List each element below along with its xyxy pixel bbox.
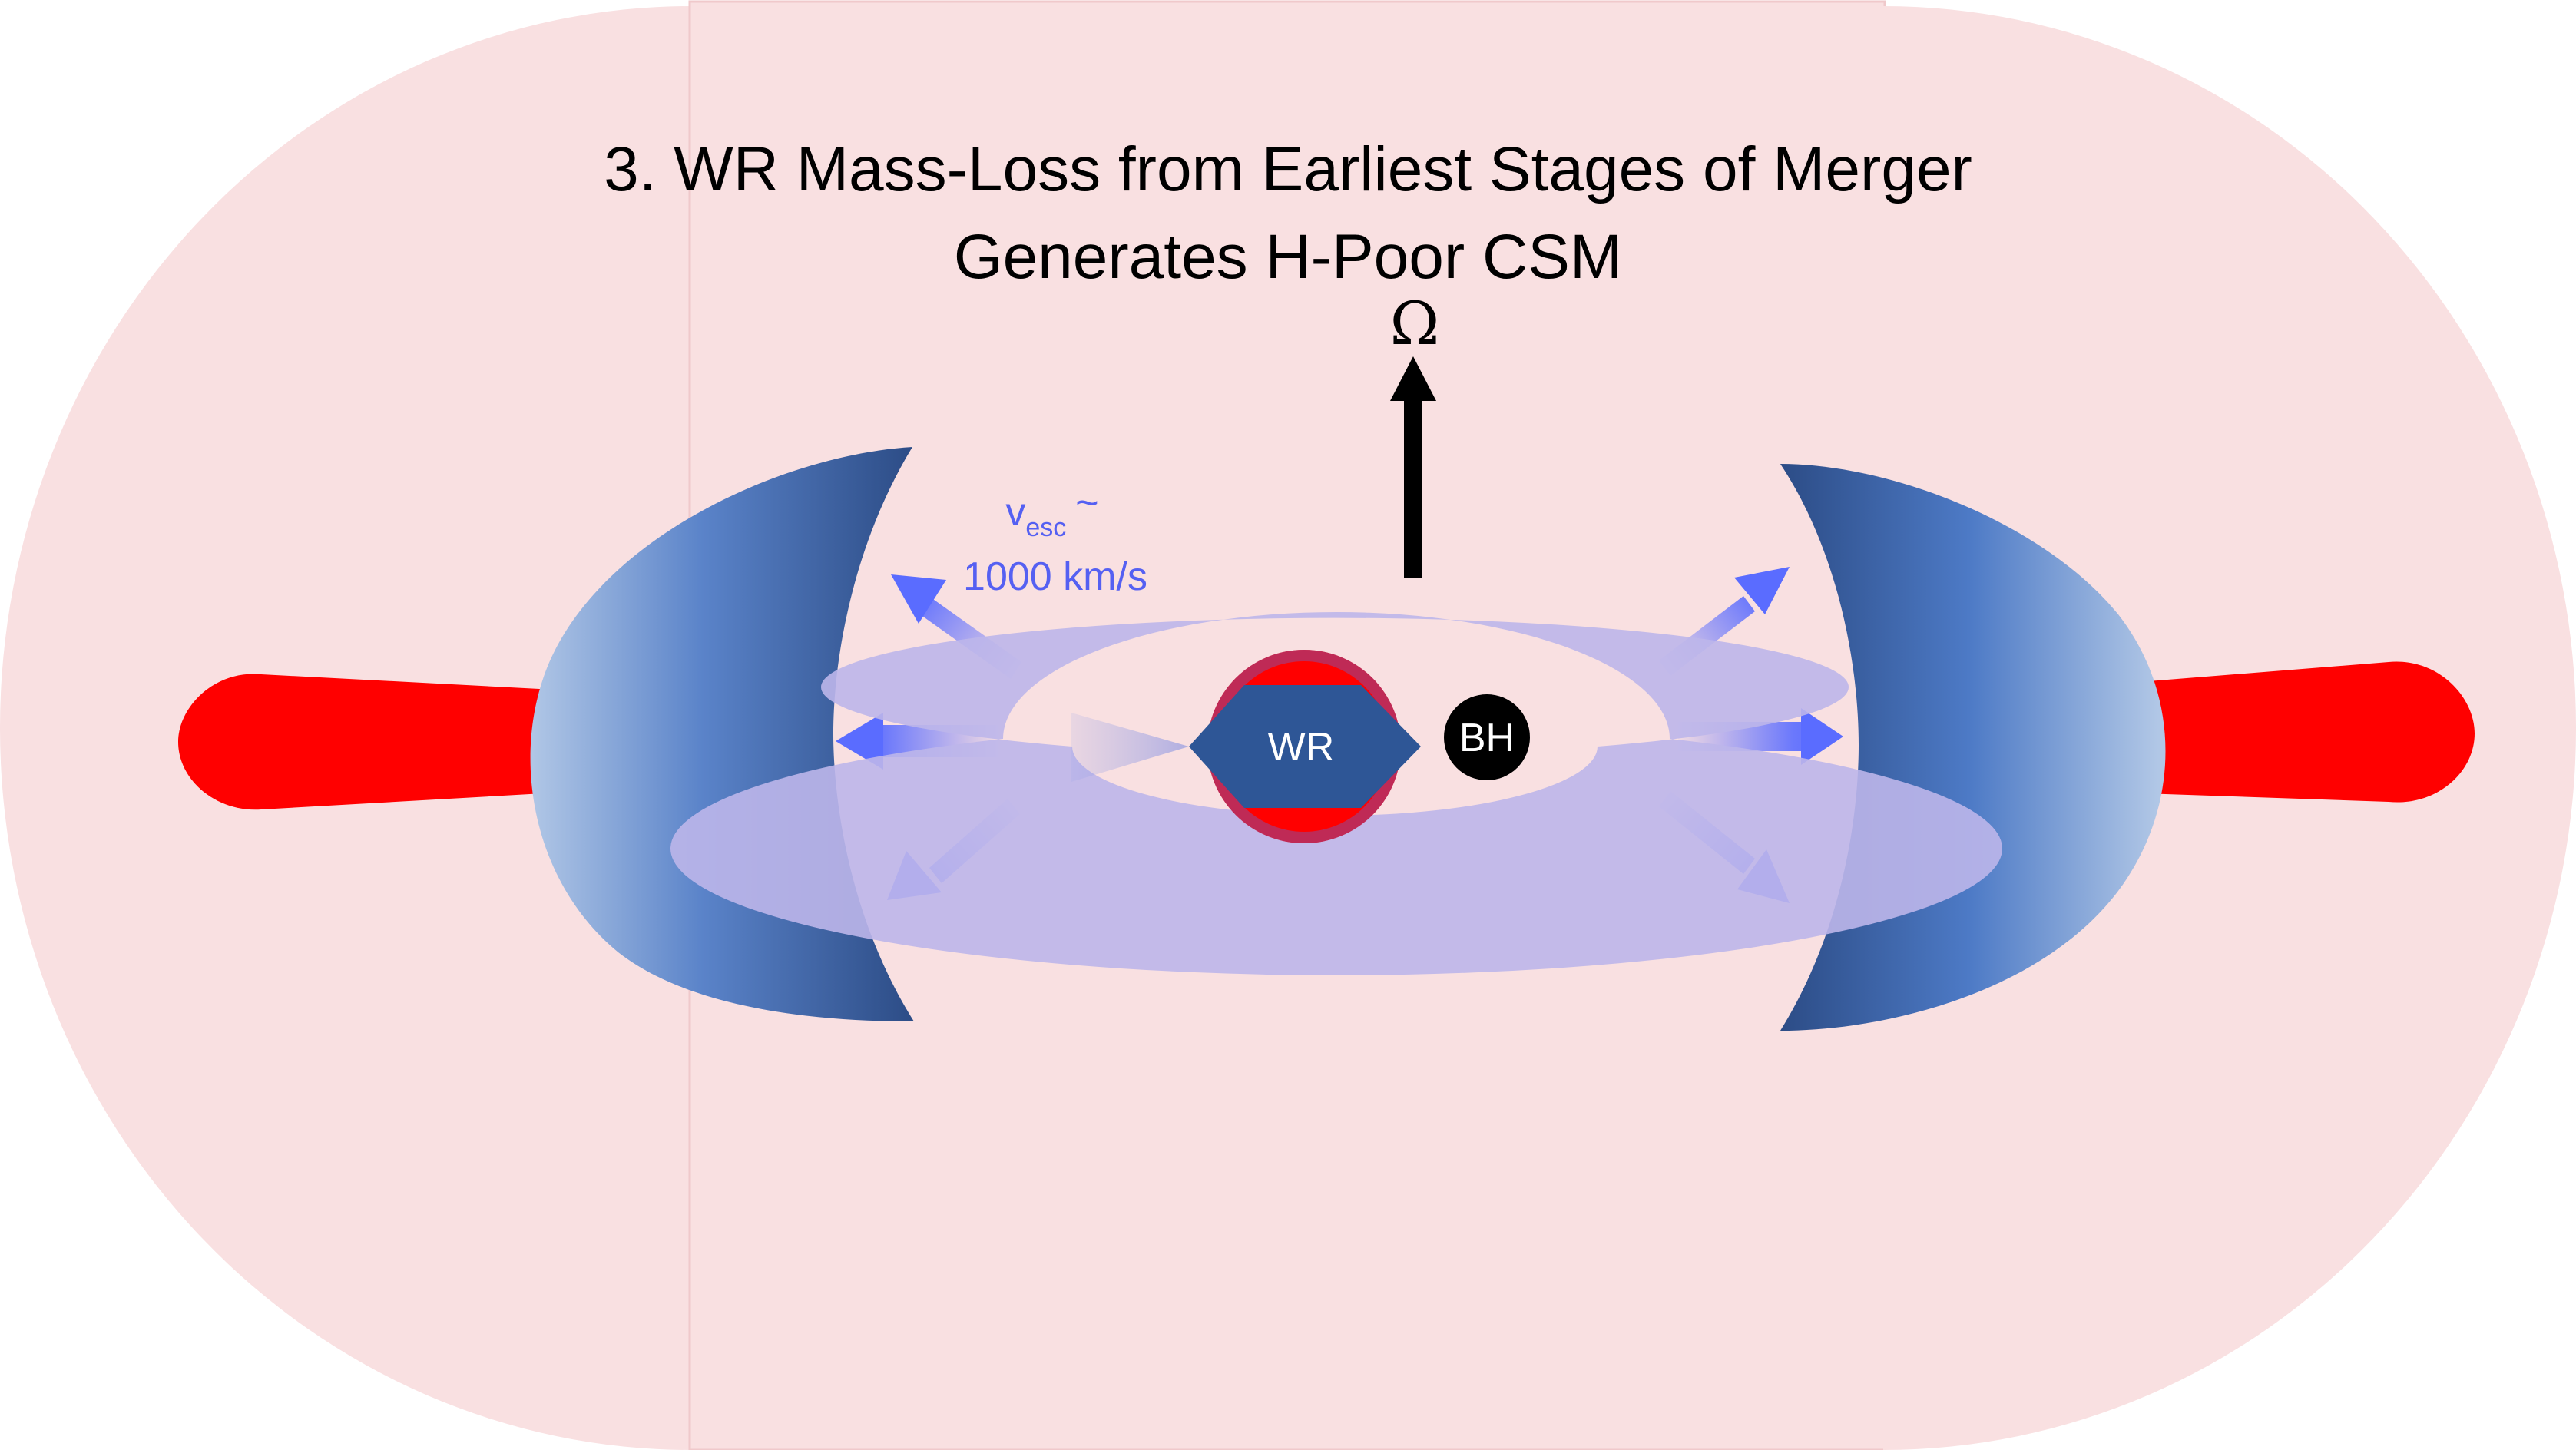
wolf-rayet-star: WR bbox=[1071, 650, 1421, 843]
vesc-symbol: v bbox=[1005, 490, 1025, 535]
vesc-approx: ~ bbox=[1075, 481, 1098, 525]
vesc-line1: vesc ~ bbox=[1005, 481, 1098, 542]
vesc-subscript: esc bbox=[1025, 513, 1066, 542]
jet-right bbox=[2120, 661, 2475, 803]
bh-label: BH bbox=[1459, 716, 1515, 760]
escape-velocity-label: vesc ~ 1000 km/s bbox=[963, 481, 1147, 599]
title-line-1: 3. WR Mass-Loss from Earliest Stages of … bbox=[604, 134, 1972, 204]
jet-left bbox=[178, 674, 584, 810]
omega-label: Ω bbox=[1390, 290, 1440, 359]
rotation-axis-shaft bbox=[1404, 393, 1422, 578]
wr-label: WR bbox=[1268, 725, 1335, 770]
circumbinary-ring bbox=[670, 612, 2002, 975]
rotation-axis-head bbox=[1390, 356, 1436, 401]
black-hole: BH bbox=[1444, 694, 1530, 780]
rotation-axis: Ω bbox=[1390, 290, 1440, 578]
title-line-2: Generates H-Poor CSM bbox=[954, 222, 1622, 292]
diagram-title: 3. WR Mass-Loss from Earliest Stages of … bbox=[604, 134, 1972, 292]
vesc-value: 1000 km/s bbox=[963, 555, 1147, 599]
bh-disk bbox=[1444, 694, 1530, 780]
wr-tidal-shape bbox=[1189, 685, 1421, 808]
wr-mass-stream bbox=[1071, 713, 1189, 782]
jets bbox=[178, 661, 2475, 810]
